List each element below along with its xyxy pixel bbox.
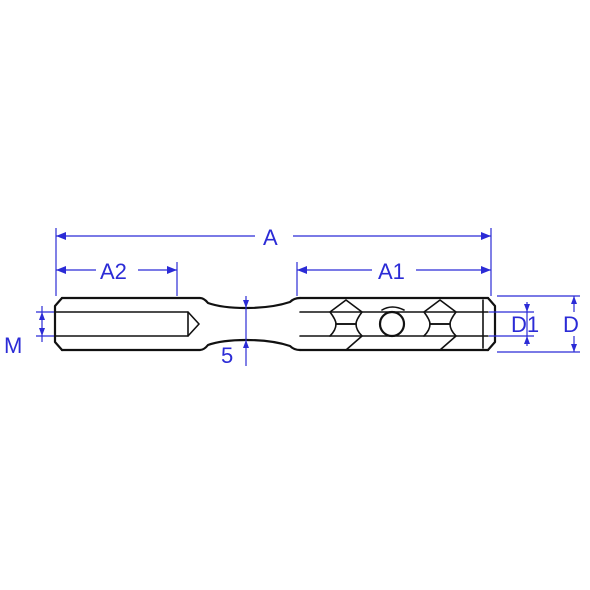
cross-pin-hole [378,310,406,338]
part-outline [53,296,497,352]
threaded-end-body [60,296,248,310]
dim-5-arrow-bottom [243,340,249,348]
dim-D1-label: D1 [511,312,539,337]
dim-A2-label: A2 [100,259,127,284]
dim-D-arrow-bottom [571,344,577,352]
threaded-end-face [53,296,64,352]
dim-A-label: A [263,225,278,250]
threaded-bore [54,311,200,337]
dim-A-arrow-right [481,232,491,240]
cross-pin-hole-bevel [381,306,405,311]
dim-M-arrow-bottom [39,328,45,336]
neck-top [244,296,302,310]
dim-M-arrow-top [39,312,45,320]
dim-A2-arrow-right [167,266,177,274]
dim-D-arrow-top [571,296,577,304]
dim-M-label: M [4,333,22,358]
dim-A2-arrow-left [56,266,66,274]
dim-A-arrow-left [56,232,66,240]
threaded-end-body-bottom [60,338,248,352]
dim-A1-label: A1 [378,259,405,284]
dimensions: A A2 A1 M 5 D1 [4,225,580,368]
dim-5-label: 5 [221,343,233,368]
dim-D1-arrow-top [524,304,530,312]
dimple-right-bottom [423,323,457,351]
dim-5-arrow-top [243,300,249,308]
swage-body-end [486,296,497,352]
dimple-left-bottom [329,323,363,351]
dim-D-label: D [563,312,579,337]
dim-A1-arrow-left [297,266,307,274]
dim-A1-arrow-right [481,266,491,274]
dim-D1-arrow-bottom [524,336,530,344]
neck-bottom [244,338,302,352]
